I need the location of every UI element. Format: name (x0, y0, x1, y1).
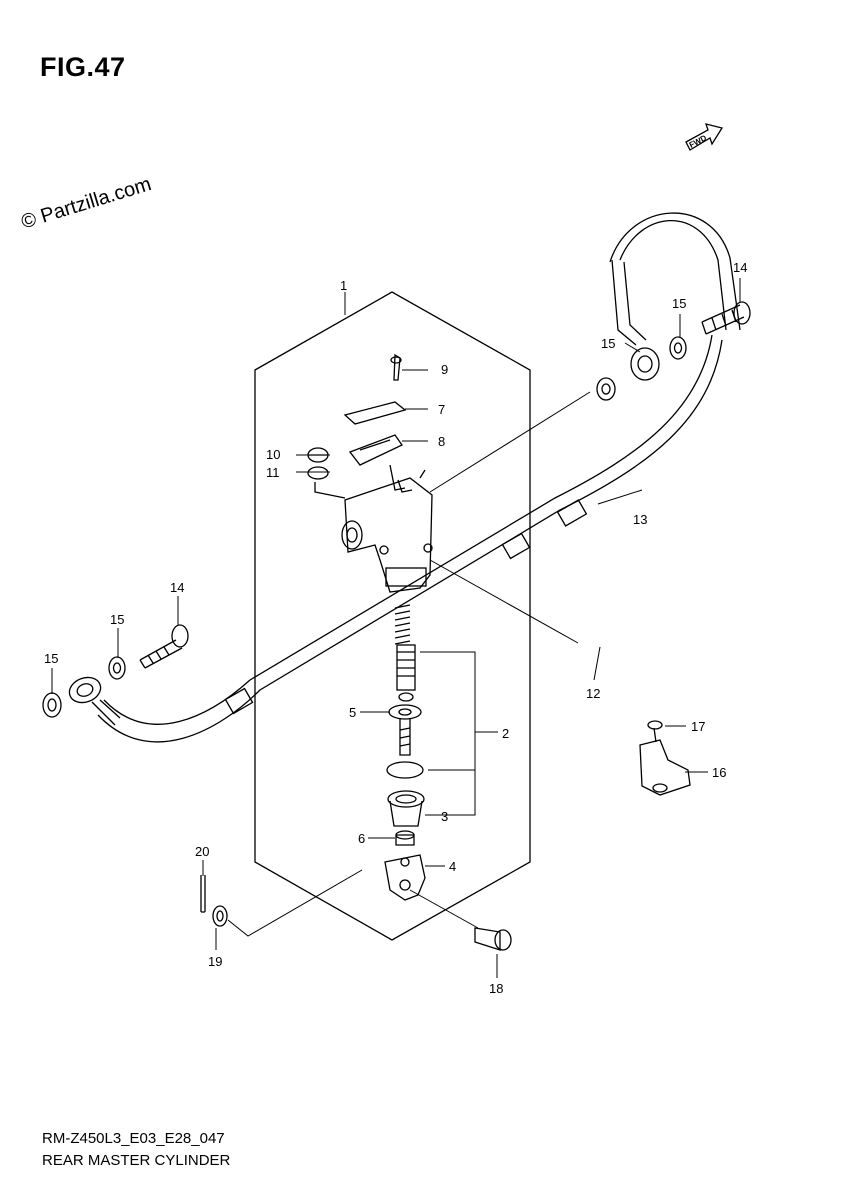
leader-lines (51, 278, 741, 978)
boot-3 (387, 790, 425, 827)
callout-15-left-inner: 15 (110, 612, 124, 627)
callout-15-right-outer: 15 (601, 336, 615, 351)
clevis-pin (474, 927, 512, 951)
callout-3: 3 (441, 809, 448, 824)
brake-hose (97, 212, 741, 743)
upper-banjo-fitting (596, 301, 751, 401)
callout-5: 5 (349, 705, 356, 720)
callout-6: 6 (358, 831, 365, 846)
callout-4: 4 (449, 859, 456, 874)
master-cylinder-body (341, 469, 433, 593)
mounting-bracket (639, 720, 691, 796)
callout-14-right: 14 (733, 260, 747, 275)
callout-15-right-inner: 15 (672, 296, 686, 311)
snap-ring (386, 761, 424, 779)
callout-10: 10 (266, 447, 280, 462)
callout-1: 1 (340, 278, 347, 293)
callout-12: 12 (586, 686, 600, 701)
callout-9: 9 (441, 362, 448, 377)
callout-8: 8 (438, 434, 445, 449)
callout-13: 13 (633, 512, 647, 527)
assembly-outline (254, 291, 531, 941)
callout-labels: 1 2 3 4 5 6 7 8 9 10 11 12 13 14 14 15 1… (44, 260, 747, 996)
connector-5 (388, 704, 422, 756)
nut-6 (395, 830, 415, 846)
callout-17: 17 (691, 719, 705, 734)
callout-11: 11 (266, 465, 280, 480)
figure-title: FIG.47 (40, 52, 126, 82)
diagram-name: REAR MASTER CYLINDER (42, 1152, 231, 1169)
clevis-4 (384, 854, 426, 901)
callout-15-left-outer: 15 (44, 651, 58, 666)
callout-18: 18 (489, 981, 503, 996)
callout-2: 2 (502, 726, 509, 741)
callout-19: 19 (208, 954, 222, 969)
fwd-arrow-icon: FWD (685, 123, 724, 151)
piston-spring (394, 604, 416, 702)
callout-16: 16 (712, 765, 726, 780)
callout-20: 20 (195, 844, 209, 859)
washer-19 (212, 905, 228, 927)
callout-7: 7 (438, 402, 445, 417)
reservoir-cap-parts (343, 353, 407, 491)
callout-14-left: 14 (170, 580, 184, 595)
model-code: RM-Z450L3_E03_E28_047 (42, 1130, 225, 1147)
cotter-pin (200, 875, 206, 913)
